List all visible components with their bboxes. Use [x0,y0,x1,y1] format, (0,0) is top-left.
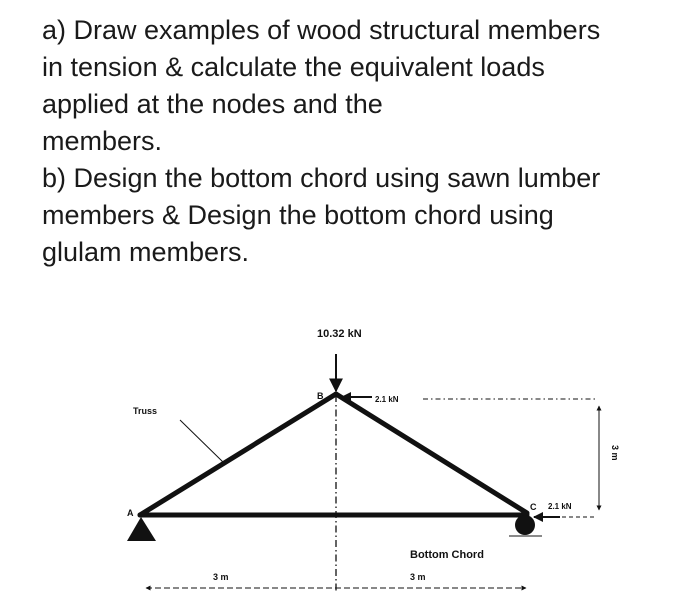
problem-line-3: applied at the nodes and the [42,89,383,119]
load-top-label: 10.32 kN [317,328,362,340]
problem-line-6: members & Design the bottom chord using [42,200,554,230]
truss-label: Truss [133,406,157,416]
node-c-label: C [530,502,537,512]
problem-line-2: in tension & calculate the equivalent lo… [42,52,545,82]
load-b-label: 2.1 kN [375,395,399,404]
bottom-chord-label: Bottom Chord [410,549,484,561]
pin-support-a [127,517,156,541]
problem-line-1: a) Draw examples of wood structural memb… [42,15,601,45]
problem-line-4: members. [42,126,163,156]
span-right-label: 3 m [410,572,426,582]
node-a-label: A [127,508,134,518]
span-left-label: 3 m [213,572,229,582]
load-c-label: 2.1 kN [548,502,572,511]
truss-leader [179,419,225,464]
problem-statement: a) Draw examples of wood structural memb… [42,12,682,271]
node-b-label: B [317,391,324,401]
problem-line-7: glulam members. [42,237,250,267]
problem-line-5: b) Design the bottom chord using sawn lu… [42,163,601,193]
roller-support-c [515,515,535,535]
right-top-chord [333,391,530,516]
left-top-chord [137,391,339,518]
height-label: 3 m [610,445,620,461]
